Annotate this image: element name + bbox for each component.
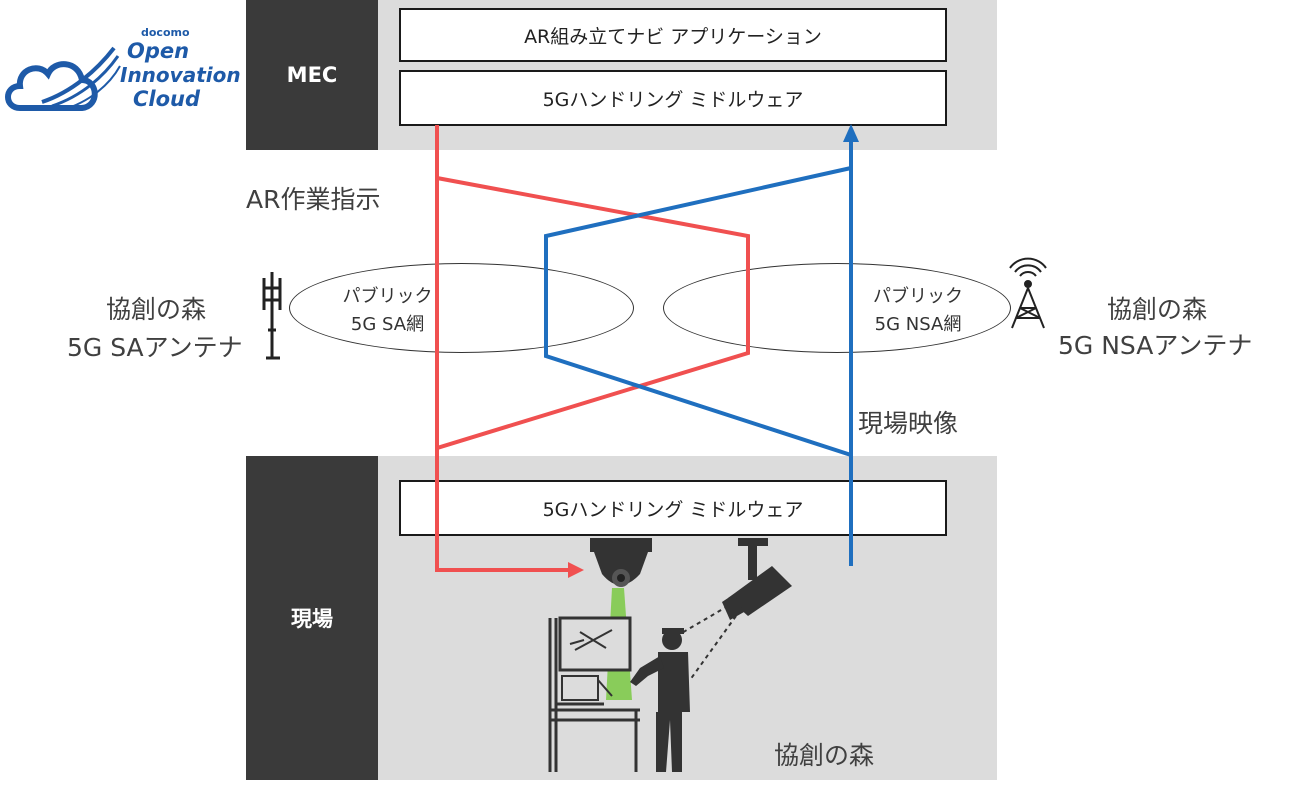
ar-app-box: AR組み立てナビ アプリケーション	[399, 8, 947, 62]
sa-antenna-label-line2: 5G SAアンテナ	[67, 333, 243, 362]
docomo-logo: docomo Open Innovation Cloud	[2, 22, 242, 122]
nsa-network-label-line2: 5G NSA網	[874, 314, 962, 335]
cloud-logo-icon	[5, 46, 121, 111]
logo-line2: Innovation	[120, 63, 241, 87]
site-video-arrow	[544, 124, 859, 566]
site-place-label: 協創の森	[774, 741, 875, 770]
camera-sight-lines	[679, 605, 737, 681]
logo-line1: Open	[127, 39, 190, 63]
sa-network-label-line2: 5G SA網	[350, 314, 425, 335]
nsa-antenna-label-line2: 5G NSAアンテナ	[1058, 331, 1253, 360]
worker-icon	[630, 628, 690, 772]
nsa-network-label-line1: パブリック	[873, 286, 963, 307]
sa-antenna-label-line1: 協創の森	[106, 295, 207, 324]
site-middleware-box: 5Gハンドリング ミドルウェア	[399, 480, 947, 536]
mec-middleware-box: 5Gハンドリング ミドルウェア	[399, 70, 947, 126]
antenna-pole-icon	[262, 272, 282, 360]
logo-small-text: docomo	[141, 26, 190, 39]
workbench-icon	[548, 616, 640, 772]
ar-instruction-label: AR作業指示	[246, 185, 381, 214]
logo-line3: Cloud	[133, 87, 201, 111]
nsa-antenna-label-line1: 協創の森	[1107, 295, 1208, 324]
nsa-network-ellipse	[663, 263, 1011, 353]
sa-network-label-line1: パブリック	[342, 286, 433, 307]
mec-label: MEC	[246, 0, 378, 150]
site-label: 現場	[246, 456, 378, 780]
site-video-label: 現場映像	[858, 409, 959, 438]
ar-instruction-arrow	[435, 125, 750, 578]
sa-network-ellipse	[289, 263, 634, 353]
cell-tower-icon	[1009, 257, 1047, 329]
cctv-camera-icon	[722, 538, 792, 620]
